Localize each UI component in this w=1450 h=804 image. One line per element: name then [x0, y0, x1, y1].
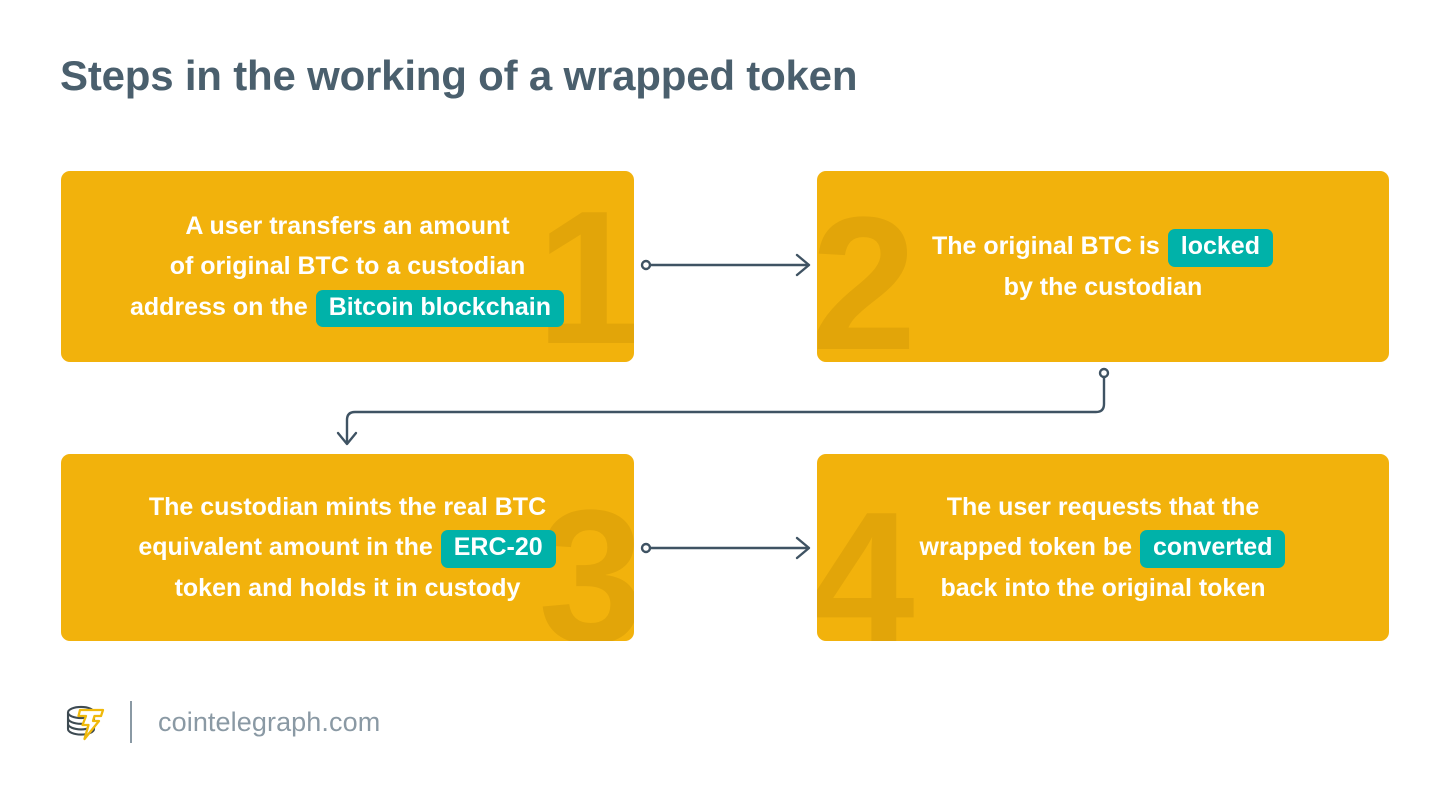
connector-arrowhead: [336, 431, 358, 446]
step-card-2-text: The original BTC is locked by the custod…: [817, 171, 1389, 362]
connector-step-3-to-step-4: [640, 536, 811, 560]
connector-arrowhead: [795, 536, 811, 560]
step-1-line-1-pre: A user transfers an amount: [185, 211, 510, 240]
step-card-3-text: The custodian mints the real BTC equival…: [61, 454, 634, 641]
step-3-line-2: equivalent amount in the ERC-20: [138, 527, 556, 568]
footer-brand: cointelegraph.com: [60, 694, 380, 750]
step-3-line-1: The custodian mints the real BTC: [149, 487, 546, 528]
step-4-line-3-pre: back into the original token: [940, 573, 1266, 602]
step-1-line-2-pre: of original BTC to a custodian: [169, 252, 526, 281]
step-3-line-2-pre: equivalent amount in the: [138, 533, 440, 562]
step-4-line-1: The user requests that the: [947, 487, 1260, 528]
step-2-line-1-pre: The original BTC is: [932, 232, 1167, 260]
step-1-line-2: of original BTC to a custodian: [170, 246, 526, 287]
connector-step-1-to-step-2: [640, 253, 811, 277]
step-3-line-1-pre: The custodian mints the real BTC: [148, 492, 547, 521]
step-card-4: 4 The user requests that the wrapped tok…: [817, 454, 1389, 641]
step-3-line-3-pre: token and holds it in custody: [174, 573, 521, 602]
connector-elbow-path: [345, 375, 1106, 444]
step-card-1-text: A user transfers an amount of original B…: [61, 171, 634, 362]
cointelegraph-logo-icon: [66, 705, 105, 741]
step-card-1: 1 A user transfers an amount of original…: [61, 171, 634, 362]
step-4-line-3: back into the original token: [940, 568, 1265, 609]
step-card-3: 3 The custodian mints the real BTC equiv…: [61, 454, 634, 641]
connector-start-dot: [1098, 367, 1110, 379]
highlight-pill-converted: converted: [1140, 530, 1286, 568]
connector-arrowhead: [795, 253, 811, 277]
step-4-line-2-pre: wrapped token be: [919, 533, 1139, 562]
step-card-4-text: The user requests that the wrapped token…: [817, 454, 1389, 641]
highlight-pill-bitcoin-blockchain: Bitcoin blockchain: [315, 289, 565, 328]
step-2-line-2: by the custodian: [1004, 267, 1203, 308]
step-4-line-2: wrapped token be converted: [920, 527, 1287, 568]
step-2-line-1: The original BTC is locked: [932, 226, 1274, 267]
step-1-line-3: address on the Bitcoin blockchain: [130, 287, 565, 328]
step-1-line-3-pre: address on the: [129, 292, 315, 321]
connector-start-dot: [640, 542, 652, 554]
step-3-line-3: token and holds it in custody: [175, 568, 521, 609]
footer-divider: [130, 701, 132, 743]
highlight-pill-locked: locked: [1167, 229, 1273, 267]
page-title: Steps in the working of a wrapped token: [60, 52, 858, 99]
step-1-line-1: A user transfers an amount: [185, 206, 509, 247]
step-4-line-1-pre: The user requests that the: [946, 492, 1260, 521]
connector-start-dot: [640, 259, 652, 271]
footer-brand-text: cointelegraph.com: [158, 706, 381, 737]
step-2-line-2-pre: by the custodian: [1003, 272, 1203, 301]
step-card-2: 2 The original BTC is locked by the cust…: [817, 171, 1389, 362]
highlight-pill-erc-20: ERC-20: [440, 530, 556, 568]
connector-step-2-to-step-3: [336, 367, 1110, 446]
